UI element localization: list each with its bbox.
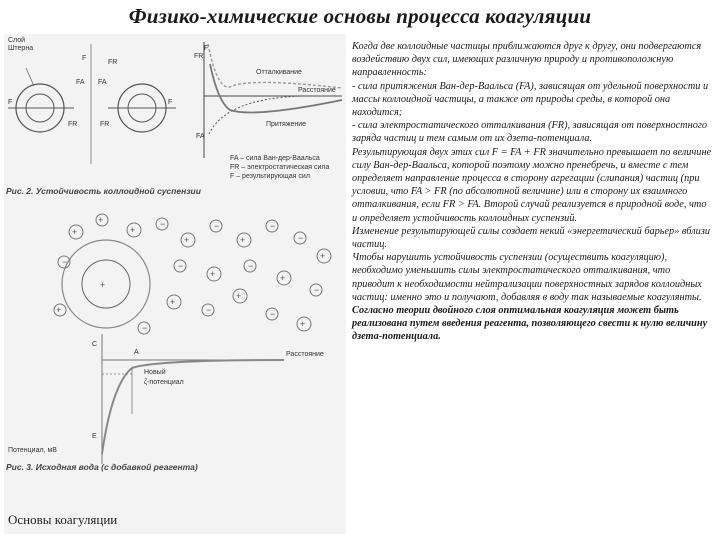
label-c: C — [92, 341, 97, 348]
label-a: A — [134, 349, 139, 356]
svg-text:+: + — [100, 280, 105, 290]
footer-label: Основы коагуляции — [8, 512, 118, 527]
particle-right — [108, 83, 176, 133]
potential-graph — [101, 334, 285, 464]
svg-text:+: + — [56, 305, 61, 315]
particle-field — [53, 213, 332, 335]
label-f-right: F — [168, 99, 172, 106]
label-new: Новый — [144, 368, 166, 376]
label-fa-left: FA — [76, 79, 85, 86]
particle-left — [8, 83, 74, 133]
graph-label-fr: FR — [194, 53, 203, 60]
label-potential: Потенциал, мВ — [8, 447, 57, 454]
slide-title: Физико-химические основы процесса коагул… — [128, 4, 592, 28]
svg-text:+: + — [300, 319, 305, 329]
force-graph — [203, 42, 343, 158]
graph-label-f: F — [204, 45, 208, 52]
svg-text:−: − — [142, 323, 147, 333]
charge-markers: + + + + + + + + + + + + + − − − − − − − − − − − — [56, 215, 325, 333]
svg-text:+: + — [320, 251, 325, 261]
svg-text:+: + — [236, 291, 241, 301]
label-attraction: Притяжение — [266, 121, 306, 128]
label-fr-left: FR — [68, 121, 77, 128]
graph-label-fa: FA — [196, 133, 205, 140]
label-distance-2: Расстояние — [286, 351, 324, 358]
figure-illustration: Слой Штерна F FR FA FA F F FR FR F FR FA… — [6, 36, 343, 472]
svg-text:+: + — [170, 297, 175, 307]
svg-text:−: − — [214, 221, 219, 231]
paragraph: - сила притяжения Ван-дер-Ваальса (FA), … — [352, 80, 709, 119]
svg-text:+: + — [240, 235, 245, 245]
paragraph: Изменение результирующей силы создает не… — [352, 225, 710, 251]
label-f-top: F — [82, 55, 86, 62]
label-fr-right: FR — [100, 121, 109, 128]
svg-text:−: − — [62, 257, 67, 267]
label-fr-top: FR — [108, 59, 117, 66]
bold-paragraph: Согласно теории двойного слоя оптимальна… — [352, 305, 708, 343]
svg-text:+: + — [72, 227, 77, 237]
svg-text:+: + — [210, 269, 215, 279]
body-text: Когда две коллоидные частицы приближаютс… — [352, 40, 714, 532]
svg-text:−: − — [206, 305, 211, 315]
svg-text:−: − — [178, 261, 183, 271]
figure-panel: Слой Штерна F FR FA FA F F FR FR F FR FA… — [4, 34, 346, 534]
legend-line-3: F – результирующая сил — [230, 173, 310, 180]
svg-text:+: + — [184, 235, 189, 245]
label-f-left: F — [8, 99, 12, 106]
label-repulsion: Отталкивание — [256, 69, 302, 76]
label-fa-right: FA — [98, 79, 107, 86]
svg-text:−: − — [314, 285, 319, 295]
svg-text:+: + — [98, 215, 103, 225]
label-zeta: ζ-потенциал — [144, 379, 184, 386]
svg-text:−: − — [298, 233, 303, 243]
legend-line-2: FR – электростатическая сила — [230, 164, 330, 171]
paragraph: Чтобы нарушить устойчивость суспензии (о… — [352, 252, 702, 303]
svg-text:+: + — [130, 225, 135, 235]
svg-text:+: + — [280, 273, 285, 283]
paragraph: - сила электростатического отталкивания … — [352, 120, 708, 145]
svg-text:−: − — [270, 309, 275, 319]
svg-text:−: − — [160, 219, 165, 229]
label-stern: Штерна — [8, 45, 33, 52]
svg-text:−: − — [248, 261, 253, 271]
label-e: E — [92, 433, 97, 440]
label-distance: Расстояние — [298, 87, 336, 94]
figure2-caption: Рис. 3. Исходная вода (с добавкой реаген… — [6, 462, 198, 472]
paragraph: Результирующая двух этих сил F = FA + FR… — [352, 146, 712, 224]
legend-line-1: FA – сила Ван-дер-Ваальса — [230, 155, 320, 162]
svg-text:−: − — [270, 221, 275, 231]
figure1-caption: Рис. 2. Устойчивость коллоидной суспензи… — [6, 186, 202, 196]
label-layer: Слой — [8, 36, 25, 44]
paragraph: Когда две коллоидные частицы приближаютс… — [352, 41, 702, 79]
